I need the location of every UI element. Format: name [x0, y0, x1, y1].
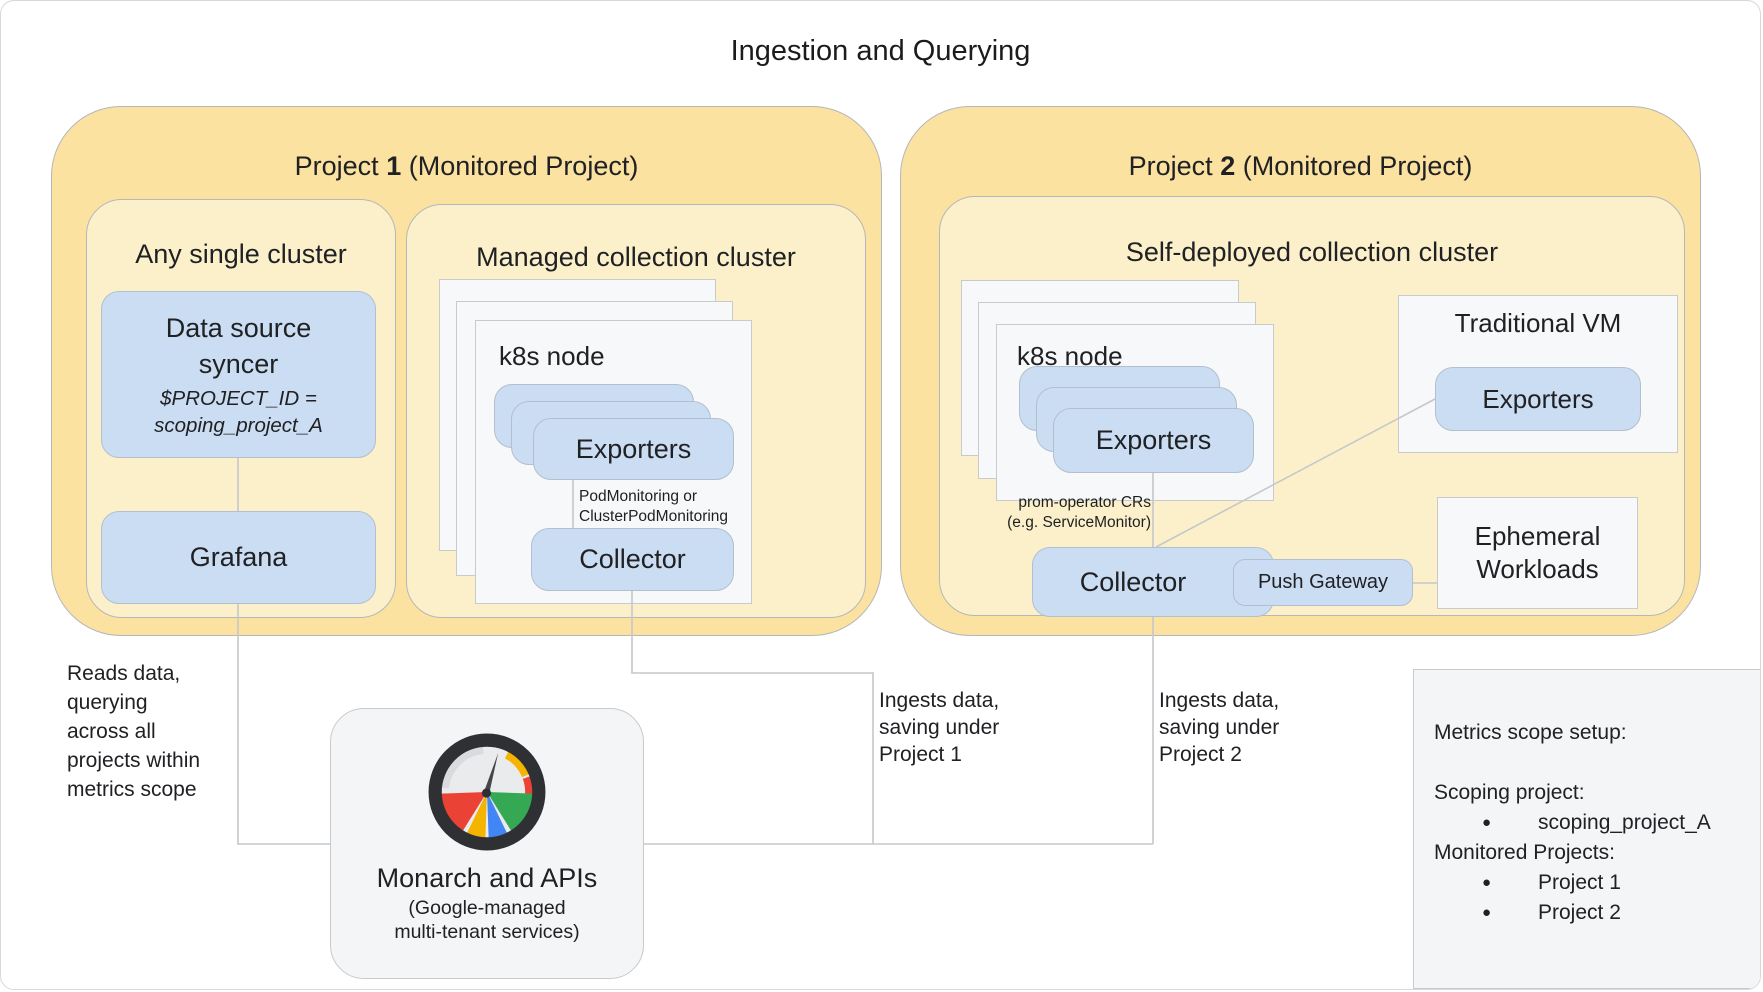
gauge-ring [428, 733, 546, 851]
bullet-icon: ● [1482, 814, 1492, 831]
monitored-project-item-2: ● Project 2 [1434, 898, 1743, 928]
vm-exporters-box: Exporters [1435, 367, 1641, 431]
ephemeral-workloads-label: Ephemeral Workloads [1474, 521, 1601, 584]
data-source-syncer-box: Data source syncer $PROJECT_ID = scoping… [101, 291, 376, 458]
gauge-yellow-wedge [466, 792, 487, 838]
p1-exporters-label: Exporters [575, 433, 692, 464]
ephemeral-workloads-card: Ephemeral Workloads [1437, 497, 1638, 609]
scoping-project-label: Scoping project: [1434, 781, 1585, 804]
metrics-scope-panel: Metrics scope setup: Scoping project: ● … [1413, 669, 1760, 989]
project1-label-prefix: Project [294, 151, 379, 181]
gauge-blue-wedge [487, 792, 508, 838]
p2-collector-box: Collector [1032, 547, 1274, 617]
any-single-cluster-title: Any single cluster [135, 239, 347, 269]
project1-label-suffix: (Monitored Project) [408, 151, 639, 181]
gauge-needle [483, 752, 499, 796]
grafana-label: Grafana [189, 542, 288, 572]
p2-exporters-box: Exporters [1053, 408, 1254, 473]
managed-collection-cluster-title: Managed collection cluster [476, 242, 796, 272]
ingests-project1-annotation: Ingests data, saving under Project 1 [879, 689, 1000, 766]
metrics-scope-title: Metrics scope setup: [1434, 721, 1627, 744]
project2-label: Project 2 (Monitored Project) [900, 151, 1701, 182]
project2-label-prefix: Project [1128, 151, 1213, 181]
gauge-hub [481, 788, 492, 798]
traditional-vm-title: Traditional VM [1454, 308, 1622, 338]
podmonitoring-note: PodMonitoring or ClusterPodMonitoring [579, 488, 729, 525]
bullet-icon: ● [1482, 904, 1492, 921]
grafana-box: Grafana [101, 511, 376, 604]
self-deployed-cluster-title: Self-deployed collection cluster [1125, 237, 1499, 267]
bullet-icon: ● [1482, 874, 1492, 891]
monarch-box: Monarch and APIs (Google-managed multi-t… [330, 708, 644, 979]
scoping-project-item: ● scoping_project_A [1434, 808, 1743, 838]
metrics-scope-spacer [1434, 748, 1743, 778]
ingests-project2-annotation: Ingests data, saving under Project 2 [1159, 689, 1280, 766]
page-title: Ingestion and Querying [730, 35, 1031, 67]
gauge-green-wedge [487, 792, 533, 831]
p2-exporters-label: Exporters [1095, 425, 1212, 455]
push-gateway-box: Push Gateway [1233, 559, 1413, 606]
reads-data-annotation: Reads data, querying across all projects… [67, 662, 201, 801]
gauge-yellow-arc [504, 750, 531, 778]
monitored-projects-label: Monitored Projects: [1434, 841, 1615, 864]
monitored-project-item-1: ● Project 1 [1434, 868, 1743, 898]
monarch-title: Monarch and APIs [376, 863, 598, 893]
p1-collector-box: Collector [531, 528, 734, 591]
p1-collector-label: Collector [579, 544, 686, 574]
monarch-subtitle: (Google-managed multi-tenant services) [394, 897, 580, 943]
project2-label-number: 2 [1220, 151, 1236, 181]
p2-collector-label: Collector [1079, 566, 1187, 597]
line-grafana-to-monarch [237, 604, 330, 845]
cloud-monitoring-gauge-icon [428, 733, 546, 851]
data-source-syncer-note: $PROJECT_ID = scoping_project_A [154, 387, 323, 437]
prom-operator-note: prom-operator CRs (e.g. ServiceMonitor) [1007, 494, 1151, 531]
monitored-project-1-value: Project 1 [1538, 871, 1621, 894]
push-gateway-label: Push Gateway [1257, 571, 1389, 593]
monitored-project-2-value: Project 2 [1538, 901, 1621, 924]
gauge-red-arc [522, 775, 535, 796]
data-source-syncer-label: Data source syncer [165, 313, 312, 379]
gauge-red-wedge [441, 792, 487, 831]
gauge-shadow-arc [439, 744, 484, 789]
vm-exporters-label: Exporters [1482, 383, 1594, 414]
p1-exporters-box: Exporters [533, 418, 734, 480]
project2-label-suffix: (Monitored Project) [1242, 151, 1473, 181]
p1-k8s-node-label: k8s node [499, 341, 605, 371]
scoping-project-value: scoping_project_A [1538, 811, 1711, 834]
project1-label-number: 1 [386, 151, 402, 181]
project1-label: Project 1 (Monitored Project) [51, 151, 882, 182]
